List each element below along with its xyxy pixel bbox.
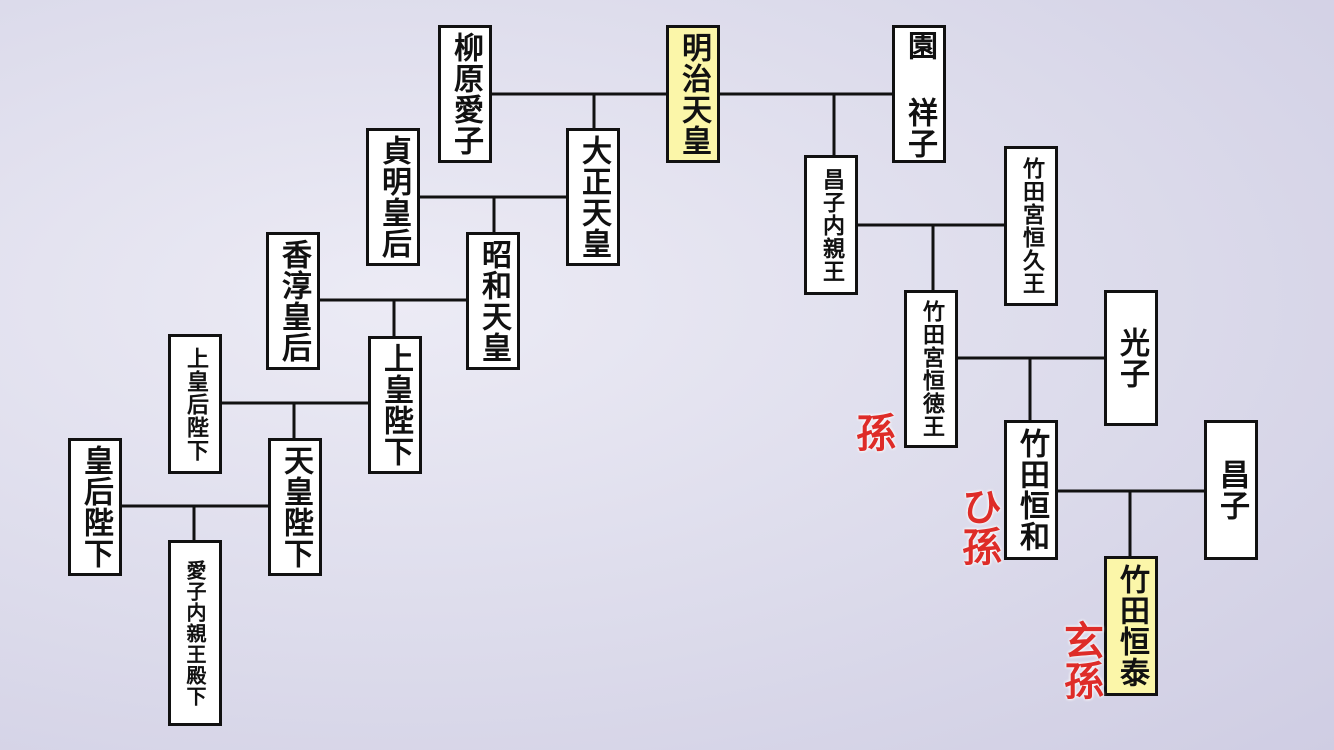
person-emperor-taisho: 大正天皇 bbox=[566, 128, 620, 266]
label-grandchild: 孫 bbox=[856, 411, 896, 457]
person-empress-teimei: 貞明皇后 bbox=[366, 128, 420, 266]
person-takeda-tsuneyasu: 竹田恒泰 bbox=[1104, 556, 1158, 696]
person-empress: 皇后陛下 bbox=[68, 438, 122, 576]
person-takedanomiya-tsunenori: 竹田宮恒徳王 bbox=[904, 290, 958, 448]
person-yanagiwara-naruko: 柳原愛子 bbox=[438, 25, 492, 163]
person-emperor: 天皇陛下 bbox=[268, 438, 322, 576]
person-takeda-tsunekazu: 竹田恒和 bbox=[1004, 420, 1058, 560]
person-emperor-emeritus: 上皇陛下 bbox=[368, 336, 422, 474]
label-great-grandchild: ひ孫 bbox=[955, 486, 1001, 566]
person-masako-wife: 昌子 bbox=[1204, 420, 1258, 560]
person-empress-kojun: 香淳皇后 bbox=[266, 232, 320, 370]
person-masako-naishinno: 昌子内親王 bbox=[804, 155, 858, 295]
person-sono-sachiko: 園 祥子 bbox=[892, 25, 946, 163]
person-emperor-meiji: 明治天皇 bbox=[666, 25, 720, 163]
person-emperor-showa: 昭和天皇 bbox=[466, 232, 520, 370]
person-princess-aiko: 愛子内親王殿下 bbox=[168, 540, 222, 726]
label-great-great-grandchild: 玄孫 bbox=[1057, 620, 1103, 700]
person-takedanomiya-tsunehisa: 竹田宮恒久王 bbox=[1004, 146, 1058, 306]
person-mitsuko: 光子 bbox=[1104, 290, 1158, 426]
person-empress-emerita: 上皇后陛下 bbox=[168, 334, 222, 474]
